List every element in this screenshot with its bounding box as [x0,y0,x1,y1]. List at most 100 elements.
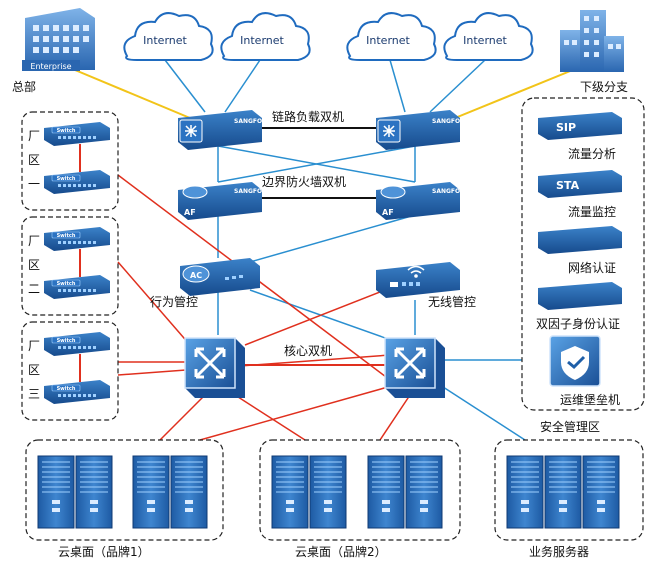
uplink-2 [224,59,261,113]
core-switch-icon [184,337,236,389]
security-zone-frame [521,97,645,411]
server-tower [506,455,544,529]
factory3-core2-link [117,354,391,376]
branch-building: 下级分支 [560,10,628,94]
factory-label-char: 区 [28,153,40,167]
firewall-left: AF SANGFOR [178,182,267,220]
cloud-label: Internet [463,34,507,47]
factory-label-char: 一 [28,177,40,191]
internet-cloud: Internet [123,12,214,61]
hq-link [74,69,191,119]
factory-frame [21,321,119,421]
factory-label-char: 区 [28,258,40,272]
fw-ac-right [249,214,416,263]
switch-badge: Switch [57,176,76,182]
core1-srv1 [159,394,206,441]
cloud-icon [123,12,214,61]
cloud-icon [443,12,534,61]
shield-icon [561,346,589,380]
load-balance-label: 链路负载双机 [272,109,344,124]
core1-srv2 [234,394,306,441]
firewall-right: AF SANGFOR [376,182,465,220]
firewall-icon [182,185,208,199]
uplink-3 [389,59,406,113]
branch-label: 下级分支 [580,80,628,94]
factory-areas: SwitchSwitch厂区一SwitchSwitch厂区二SwitchSwit… [21,111,119,421]
server-group: 云桌面（品牌1） [25,439,224,559]
internet-cloud: Internet [443,12,534,61]
core2-srv2 [379,394,411,441]
wireless-controller [376,262,460,298]
cloud-label: Internet [240,34,284,47]
appliance-label: 流量分析 [568,147,616,161]
behavior-label: 行为管控 [150,294,198,309]
vendor-mark: SANGFOR [432,118,465,125]
server-group-frame [259,439,461,541]
switch-icon [44,227,110,251]
server-tower [582,455,620,529]
server-group-frame [494,439,644,541]
lb-fw-cross-2 [217,145,416,183]
switch-icon [44,275,110,299]
access-switch: Switch [44,122,110,146]
ac-core-right [249,289,406,346]
server-group-frame [25,439,224,541]
security-device: STA 流量监控 [538,170,622,219]
factory-label-char: 厂 [28,339,40,353]
appliance-label: 网络认证 [568,260,616,275]
connection-lines [74,59,586,441]
cloud-label: Internet [366,34,410,47]
building-icon [560,30,582,72]
security-device: 网络认证 [538,226,622,275]
access-switch: Switch [44,170,110,194]
appliance-badge: SIP [556,121,576,134]
switch-icon [44,122,110,146]
vendor-mark: SANGFOR [234,188,267,195]
switch-icon [44,380,110,404]
server-tower [75,455,113,529]
server-tower [405,455,443,529]
load-balancer-right: SANGFOR [376,110,465,150]
security-device: 运维堡垒机 [549,335,620,407]
server-group-label: 云桌面（品牌1） [58,545,150,559]
appliance-label: 流量监控 [568,205,616,219]
appliance-label: 运维堡垒机 [560,392,620,407]
server-tower [544,455,582,529]
appliance-label: 双因子身份认证 [536,316,620,331]
server-tower [170,455,208,529]
hq-label: 总部 [12,79,36,94]
cloud-label: Internet [143,34,187,47]
security-zone-title: 安全管理区 [540,419,600,434]
factory-label-char: 三 [28,387,40,401]
appliance-badge: STA [556,179,580,192]
switch-badge: Switch [57,281,76,287]
factory-frame [21,111,119,211]
branch-link [454,64,586,119]
switch-badge: Switch [57,128,76,134]
firewall-ha-label: 边界防火墙双机 [262,174,346,189]
core-switch-right [384,337,445,398]
security-device: 双因子身份认证 [536,282,622,331]
server-group: 云桌面（品牌2） [259,439,461,559]
hq-building: Enterprise 总部 [12,8,95,94]
access-switch: Switch [44,275,110,299]
building-icon [25,8,95,70]
firewall-icon [380,185,406,199]
core2-srv1 [199,384,396,441]
cloud-icon [346,12,437,61]
server-group-label: 业务服务器 [529,544,589,559]
server-tower [271,455,309,529]
appliance-icon [538,112,622,140]
behavior-management-device: AC [180,258,260,296]
factory2-link [117,261,191,346]
server-groups: 云桌面（品牌1） 云桌面（品牌2） 业务服务器 [25,439,644,559]
uplink-4 [429,59,486,113]
server-tower [309,455,347,529]
load-balancer-left: SANGFOR [178,110,267,150]
wireless-label: 无线管控 [428,294,476,309]
vendor-mark: SANGFOR [234,118,267,125]
internet-cloud: Internet [346,12,437,61]
server-tower [37,455,75,529]
